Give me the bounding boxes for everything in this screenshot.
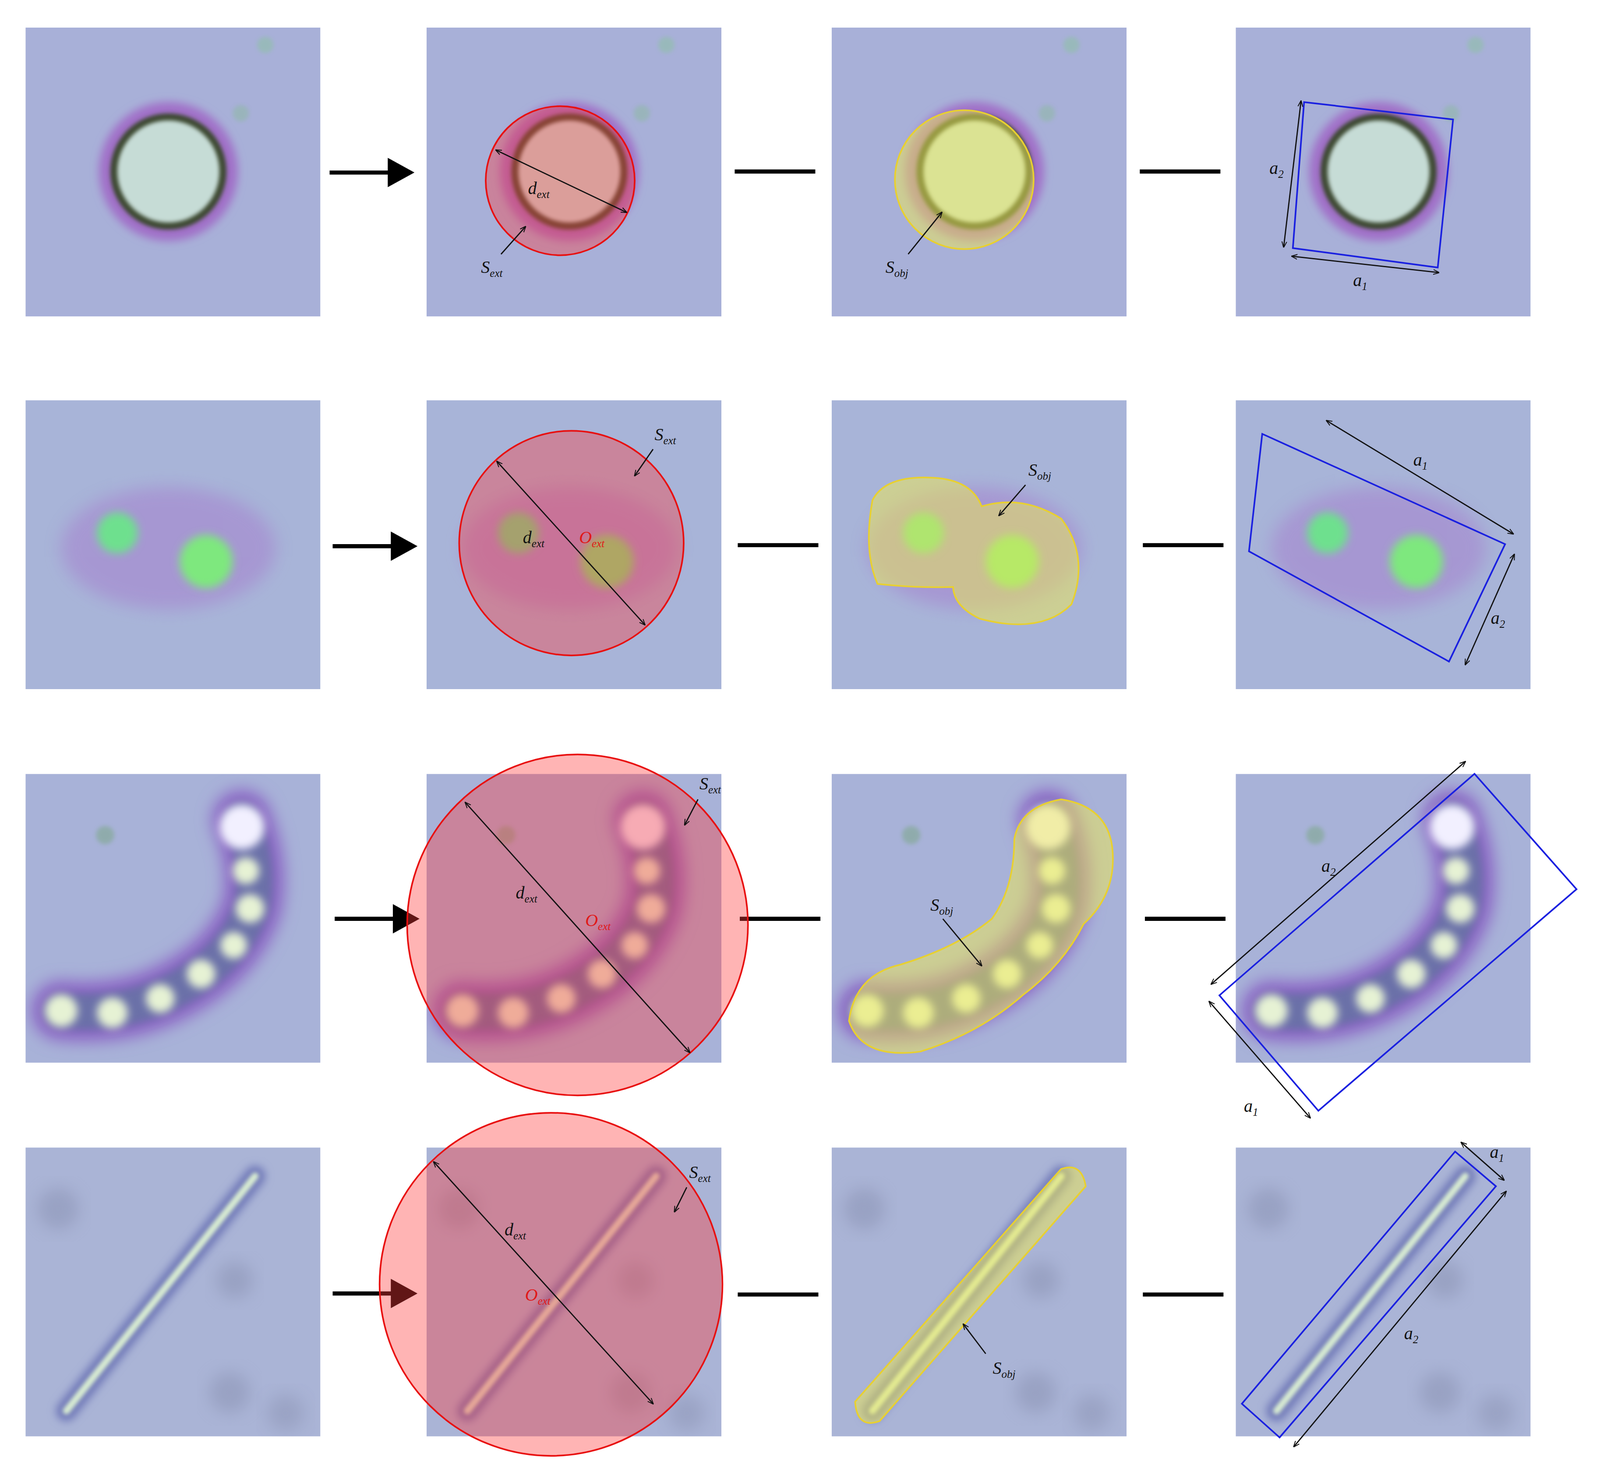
dimension-label: Sext bbox=[654, 425, 676, 446]
dimension-label: a1 bbox=[1489, 1143, 1505, 1164]
dimension-label: Sobj bbox=[1028, 461, 1052, 482]
dimension-label: Oext bbox=[525, 1285, 551, 1307]
dimension-label: Sobj bbox=[885, 258, 909, 279]
dimension-label: a1 bbox=[1352, 271, 1368, 292]
dimension-label: a2 bbox=[1269, 159, 1284, 180]
dimension-label: Sext bbox=[480, 258, 503, 279]
dimension-label: Sobj bbox=[930, 896, 954, 917]
dimension-label: Sext bbox=[699, 774, 721, 795]
dimension-label: dext bbox=[504, 1220, 527, 1241]
dimension-label: dext bbox=[528, 179, 550, 200]
dimension-label: dext bbox=[522, 528, 545, 549]
dimension-label: a1 bbox=[1243, 1097, 1259, 1118]
dimension-label: Oext bbox=[579, 528, 605, 549]
dimension-label: a2 bbox=[1490, 609, 1506, 630]
dimension-label: a1 bbox=[1413, 451, 1428, 472]
dimension-label: Sext bbox=[689, 1163, 711, 1184]
dimension-label: Sobj bbox=[992, 1359, 1016, 1380]
dimension-label: a2 bbox=[1404, 1324, 1419, 1345]
dimension-label: Oext bbox=[585, 911, 611, 932]
dimension-label: a2 bbox=[1321, 857, 1336, 878]
dimension-label: dext bbox=[515, 883, 538, 905]
